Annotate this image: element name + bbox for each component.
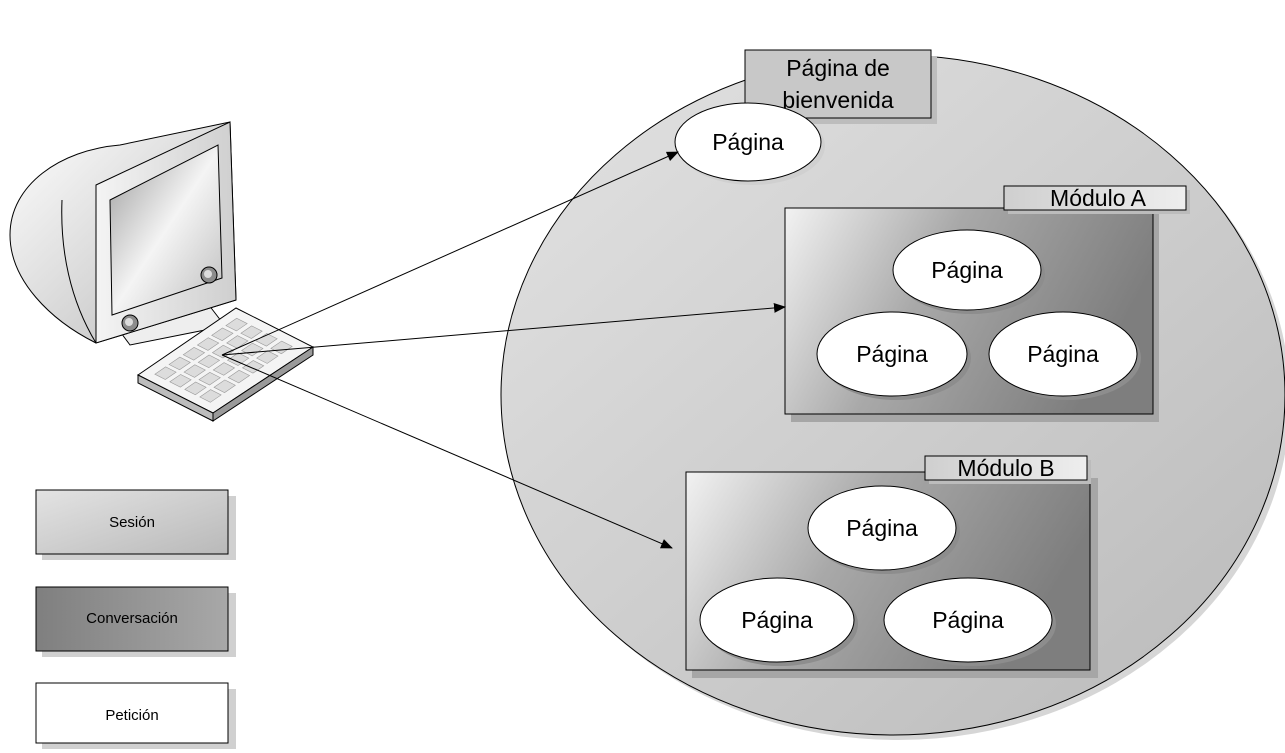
module-b-page-right: Página	[932, 607, 1004, 633]
module-b-title: Módulo B	[957, 455, 1054, 481]
legend: Sesión Conversación Petición	[35, 489, 236, 749]
welcome-page-request: Página	[712, 129, 784, 155]
request-arrows	[221, 151, 786, 549]
keyboard-key	[182, 347, 206, 361]
keyboard-key	[196, 337, 220, 351]
keyboard-key	[197, 354, 221, 369]
module-b: Módulo B Página Página Página	[685, 455, 1098, 678]
legend-item-request: Petición	[35, 682, 236, 749]
module-a: Módulo A Página Página Página	[784, 185, 1190, 422]
legend-item-session: Sesión	[35, 489, 236, 560]
computer-icon	[9, 121, 237, 346]
keyboard-key	[169, 374, 192, 388]
keyboard-key	[256, 350, 279, 364]
keyboard-key	[183, 364, 206, 378]
keyboard-key	[213, 379, 236, 393]
welcome-page-title-line1: Página de	[786, 55, 890, 81]
module-b-page-left: Página	[741, 607, 813, 633]
keyboard-key	[212, 362, 236, 376]
arrow-to-module-b	[221, 354, 673, 549]
arrow-to-welcome-page	[221, 151, 679, 356]
legend-label-conversation: Conversación	[86, 610, 178, 627]
keyboard-key	[240, 325, 263, 339]
module-a-page-top: Página	[931, 257, 1003, 283]
legend-label-request: Petición	[105, 707, 158, 724]
keyboard-key	[225, 317, 248, 332]
keyboard-key	[255, 333, 278, 347]
keyboard-key	[199, 389, 222, 403]
module-a-page-left: Página	[856, 341, 928, 367]
legend-label-session: Sesión	[109, 514, 155, 531]
keyboard-key	[184, 381, 207, 396]
welcome-page-title-line2: bienvenida	[782, 87, 893, 113]
keyboard-key	[211, 344, 235, 359]
keyboard-key	[241, 360, 265, 374]
arrow-to-module-a	[221, 302, 786, 356]
keyboard-key	[226, 335, 249, 349]
module-a-page-right: Página	[1027, 341, 1099, 367]
module-a-title: Módulo A	[1050, 185, 1147, 211]
keyboard-key	[227, 369, 251, 384]
keyboard-key	[211, 327, 234, 342]
keyboard-key	[168, 356, 191, 371]
module-b-page-top: Página	[846, 515, 918, 541]
welcome-page: Página de bienvenida Página	[674, 49, 937, 185]
legend-item-conversation: Conversación	[35, 586, 236, 657]
keyboard-key	[154, 366, 177, 380]
keyboard-key	[226, 352, 250, 366]
keyboard-key	[198, 371, 221, 386]
